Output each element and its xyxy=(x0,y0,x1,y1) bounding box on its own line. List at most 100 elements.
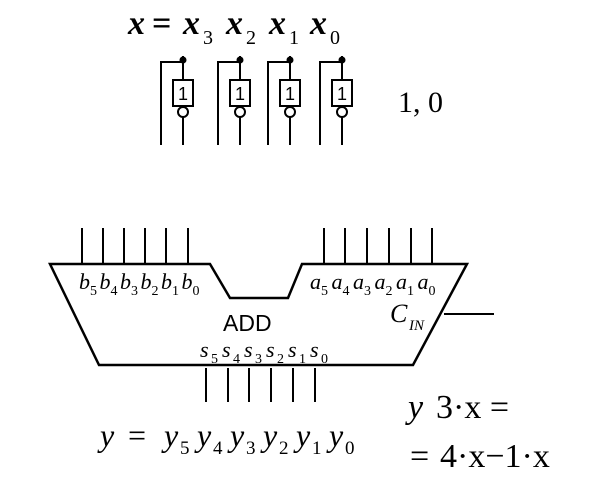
inverter-bubble xyxy=(177,106,189,118)
a-label-base: a xyxy=(375,269,386,294)
y-term-sub: 2 xyxy=(279,438,289,459)
bypass-wire xyxy=(217,61,240,145)
carry-in-sub: IN xyxy=(408,318,425,334)
s-label-base: s xyxy=(244,337,253,362)
a-label-sub: 5 xyxy=(321,284,328,299)
top-term-2: x 2 xyxy=(225,5,256,49)
y-term-sub: 3 xyxy=(246,438,256,459)
formula-line1-rhs: 3·x = xyxy=(436,389,509,426)
inverter-bubble xyxy=(336,106,348,118)
inverter-symbol: 1 xyxy=(285,84,295,104)
top-term-0: x 0 xyxy=(309,5,340,49)
carry-in-base: C xyxy=(390,299,408,328)
a-label-base: a xyxy=(396,269,407,294)
top-term-1: x 1 xyxy=(268,5,299,49)
bypass-wire xyxy=(319,61,342,145)
s-label-base: s xyxy=(266,337,275,362)
top-equation-equals: = xyxy=(152,5,171,42)
top-term-base: x xyxy=(309,5,327,42)
bottom-equation-equals: = xyxy=(128,417,146,453)
top-term-sub: 2 xyxy=(246,27,256,49)
b-label-base: b xyxy=(161,269,172,294)
s-label-sub: 3 xyxy=(255,352,262,367)
y-term-sub: 4 xyxy=(213,438,223,459)
s-label-sub: 5 xyxy=(211,352,218,367)
inverter-bubble xyxy=(234,106,246,118)
y-term-base: y xyxy=(293,417,311,453)
b-label-sub: 1 xyxy=(172,284,179,299)
a-label-sub: 4 xyxy=(343,284,350,299)
y-term-base: y xyxy=(260,417,278,453)
bottom-equation-lhs: y xyxy=(97,417,115,453)
y-term-base: y xyxy=(227,417,245,453)
a-label-base: a xyxy=(353,269,364,294)
top-term-sub: 0 xyxy=(330,27,340,49)
b-input-wires xyxy=(81,228,189,264)
constants-label: 1, 0 xyxy=(398,86,443,119)
b-label-base: b xyxy=(79,269,90,294)
b-label-base: b xyxy=(141,269,152,294)
inverter: 1 xyxy=(319,56,353,145)
y-term-base: y xyxy=(326,417,344,453)
bypass-wire xyxy=(267,61,290,145)
inverter-symbol: 1 xyxy=(235,84,245,104)
a-label-sub: 0 xyxy=(429,284,436,299)
y-term-base: y xyxy=(194,417,212,453)
y-term-sub: 1 xyxy=(312,438,322,459)
bypass-wire xyxy=(160,61,183,145)
a-label-sub: 2 xyxy=(386,284,393,299)
y-term-base: y xyxy=(161,417,179,453)
top-term-3: x 3 xyxy=(182,5,213,49)
formula: y 3·x = = 4·x−1·x xyxy=(405,389,550,475)
inverter-row: 1 1 1 1 xyxy=(160,56,353,145)
s-label-base: s xyxy=(222,337,231,362)
s-label-base: s xyxy=(200,337,209,362)
top-equation: x = x 3 x 2 x 1 x 0 xyxy=(127,5,340,49)
top-equation-lhs: x xyxy=(127,5,145,42)
inverter-bubble xyxy=(284,106,296,118)
s-label-base: s xyxy=(310,337,319,362)
top-term-sub: 1 xyxy=(289,27,299,49)
a-input-wires xyxy=(323,228,433,264)
adder-body xyxy=(48,262,470,367)
a-label-sub: 3 xyxy=(364,284,371,299)
b-label-base: b xyxy=(182,269,193,294)
s-label-base: s xyxy=(288,337,297,362)
formula-y: y xyxy=(405,389,424,426)
s-output-wires xyxy=(205,368,316,402)
adder-label: ADD xyxy=(223,310,272,336)
formula-line2-rhs: 4·x−1·x xyxy=(440,438,550,475)
inverter-symbol: 1 xyxy=(178,84,188,104)
inverter: 1 xyxy=(160,56,194,145)
b-label-sub: 2 xyxy=(152,284,159,299)
b-label-sub: 3 xyxy=(131,284,138,299)
s-label-sub: 1 xyxy=(299,352,306,367)
s-label-sub: 0 xyxy=(321,352,328,367)
formula-line2-equals: = xyxy=(410,438,429,475)
b-label-sub: 0 xyxy=(193,284,200,299)
top-term-base: x xyxy=(182,5,200,42)
carry-in-label: C IN xyxy=(390,299,425,334)
y-term-sub: 0 xyxy=(345,438,355,459)
a-label-base: a xyxy=(310,269,321,294)
b-label-base: b xyxy=(100,269,111,294)
top-term-base: x xyxy=(225,5,243,42)
a-label-sub: 1 xyxy=(407,284,414,299)
inverter: 1 xyxy=(217,56,251,145)
s-label-sub: 2 xyxy=(277,352,284,367)
s-label-sub: 4 xyxy=(233,352,240,367)
y-term-sub: 5 xyxy=(180,438,190,459)
a-label-base: a xyxy=(418,269,429,294)
b-label-sub: 5 xyxy=(90,284,97,299)
top-term-sub: 3 xyxy=(203,27,213,49)
b-label-base: b xyxy=(120,269,131,294)
inverter: 1 xyxy=(267,56,301,145)
b-label-sub: 4 xyxy=(111,284,118,299)
